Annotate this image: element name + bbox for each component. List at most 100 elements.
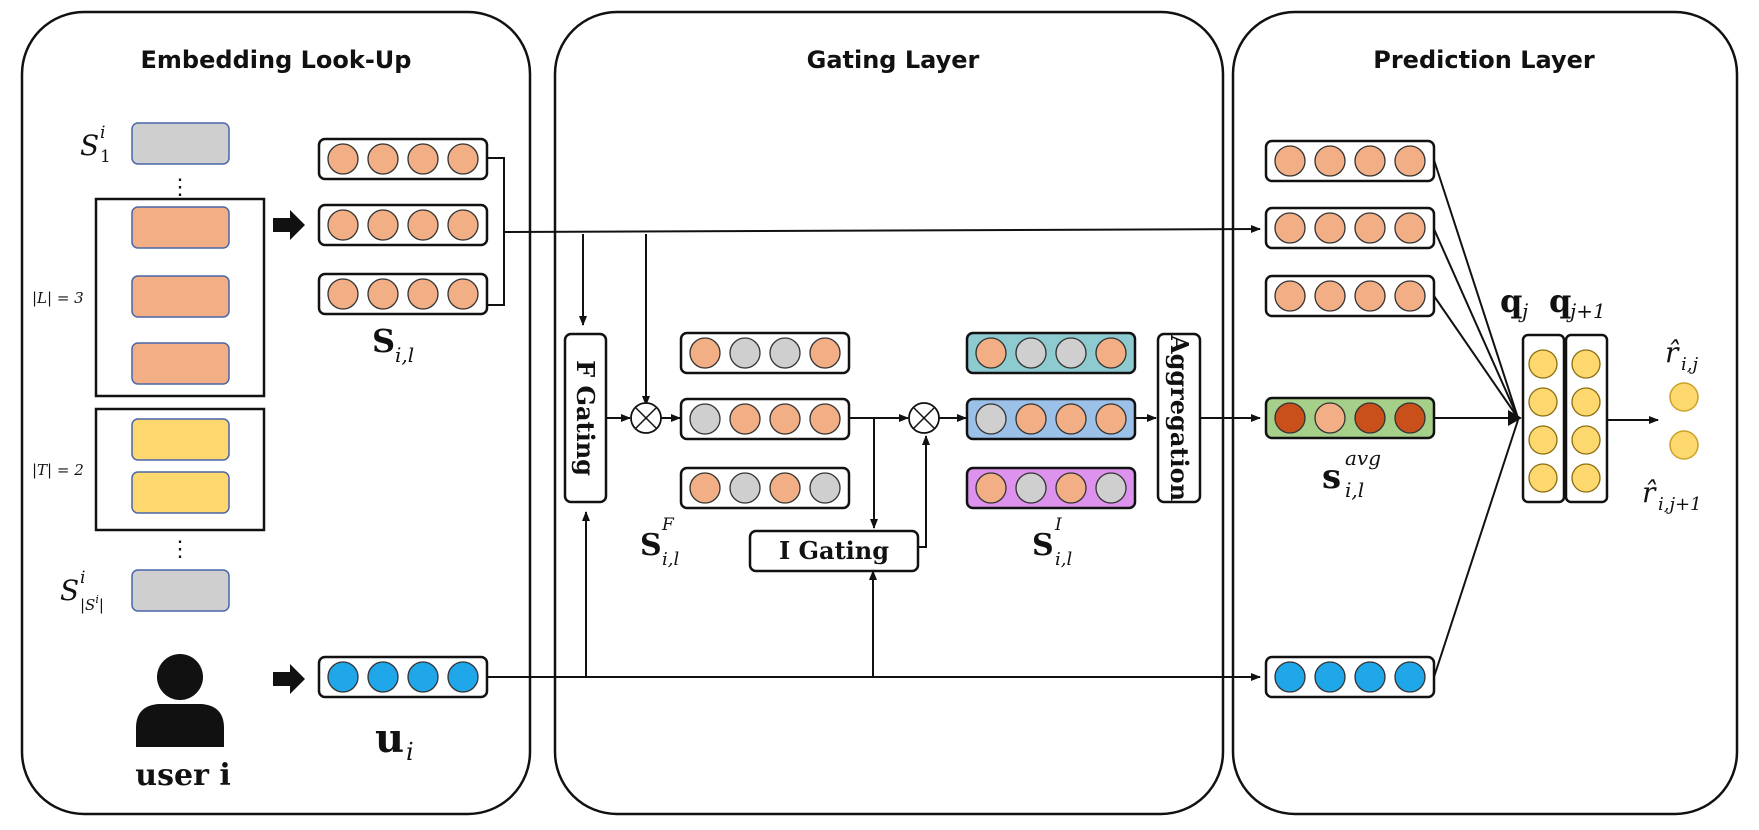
i-gating-label: I Gating: [779, 536, 889, 565]
i-gating-box: [748, 529, 920, 573]
vector-element: [327, 661, 359, 693]
vector-element: [729, 337, 761, 369]
S-il-sub: i,l: [395, 343, 414, 367]
score-dot-2: [1669, 430, 1699, 460]
vector-element: [1274, 402, 1306, 434]
q-element: [1528, 349, 1558, 379]
savg-vector: [1264, 396, 1436, 440]
r2-label: r̂: [1642, 476, 1657, 509]
s1-sub: 1: [100, 147, 111, 167]
vector-element: [1095, 403, 1127, 435]
vector-element: [1055, 472, 1087, 504]
L-size-label: |L| = 3: [32, 289, 84, 307]
vector-element: [809, 472, 841, 504]
item-block-s1: [131, 122, 230, 165]
SF-label: S: [640, 528, 662, 563]
q-element: [1571, 425, 1601, 455]
item-block-slast: [131, 569, 230, 612]
vector-element: [447, 278, 479, 310]
pred-vector-1: [1264, 139, 1436, 183]
vector-element: [1314, 280, 1346, 312]
qj-sub: j: [1518, 299, 1528, 323]
user-label: user i: [135, 758, 230, 793]
vector-element: [975, 403, 1007, 435]
vector-element: [1314, 402, 1346, 434]
q-j1-box: [1564, 333, 1609, 504]
sf-vector-2: [679, 397, 851, 441]
SI-label: S: [1032, 528, 1054, 563]
vector-element: [975, 337, 1007, 369]
seq-vector-2: [317, 203, 489, 247]
slast-sub: |Si|: [80, 593, 104, 614]
vector-element: [769, 472, 801, 504]
vector-element: [1095, 337, 1127, 369]
q-element: [1528, 463, 1558, 493]
prediction-panel-title: Prediction Layer: [1373, 46, 1595, 74]
q-element: [1571, 387, 1601, 417]
q-element: [1571, 349, 1601, 379]
vector-element: [809, 337, 841, 369]
vector-element: [1394, 402, 1426, 434]
gating-panel-title: Gating Layer: [807, 46, 980, 74]
pred-vector-2: [1264, 206, 1436, 250]
pred-vector-3: [1264, 274, 1436, 318]
vector-element: [1015, 403, 1047, 435]
T-group-box: [94, 407, 266, 532]
vector-element: [327, 209, 359, 241]
score-dot-1: [1669, 382, 1699, 412]
r1-sub: i,j: [1681, 354, 1698, 375]
vector-element: [689, 472, 721, 504]
vector-element: [1274, 212, 1306, 244]
vector-element: [447, 143, 479, 175]
vector-element: [1394, 145, 1426, 177]
s1-sup: i: [100, 123, 105, 143]
seq-vector-3: [317, 272, 489, 316]
si-vector-2: [965, 397, 1137, 441]
sequence-bracket: [488, 157, 505, 306]
vector-element: [367, 278, 399, 310]
savg-sub: i,l: [1345, 478, 1364, 502]
prediction-fan-lines: [1433, 159, 1519, 678]
pred-user-vector: [1264, 655, 1436, 699]
q-element: [1528, 387, 1558, 417]
embedding-panel: [20, 10, 532, 816]
L-group-box: [94, 197, 266, 398]
vector-element: [407, 209, 439, 241]
vector-element: [729, 403, 761, 435]
vector-element: [1314, 145, 1346, 177]
savg-label: s: [1322, 457, 1341, 497]
vector-element: [1274, 280, 1306, 312]
vector-element: [367, 143, 399, 175]
q-element: [1528, 425, 1558, 455]
vector-element: [407, 143, 439, 175]
item-block-l3: [131, 342, 230, 385]
qj1-sub: j+1: [1566, 299, 1606, 323]
vector-element: [447, 209, 479, 241]
si-vector-3: [965, 466, 1137, 510]
lookup-arrow-icon: [273, 210, 305, 240]
vertical-dots-2: ⋮: [169, 537, 191, 562]
slast-label: S: [60, 574, 79, 607]
fan-arrow-head: [1508, 410, 1522, 426]
SF-sub: i,l: [662, 549, 679, 570]
vector-element: [1354, 661, 1386, 693]
item-block-t1: [131, 418, 230, 461]
vector-element: [1314, 212, 1346, 244]
item-block-t2: [131, 471, 230, 514]
vector-element: [367, 661, 399, 693]
T-size-label: |T| = 2: [32, 461, 84, 479]
vector-element: [1354, 280, 1386, 312]
SF-sup: F: [661, 515, 675, 535]
vector-element: [689, 337, 721, 369]
sequence-line: [503, 225, 1261, 234]
vector-element: [407, 278, 439, 310]
S-il-label: S: [372, 322, 395, 360]
vector-element: [1055, 403, 1087, 435]
vector-element: [1095, 472, 1127, 504]
vector-element: [407, 661, 439, 693]
vector-element: [447, 661, 479, 693]
q-j-box: [1521, 333, 1566, 504]
sf-vector-3: [679, 466, 851, 510]
sf-vector-1: [679, 331, 851, 375]
